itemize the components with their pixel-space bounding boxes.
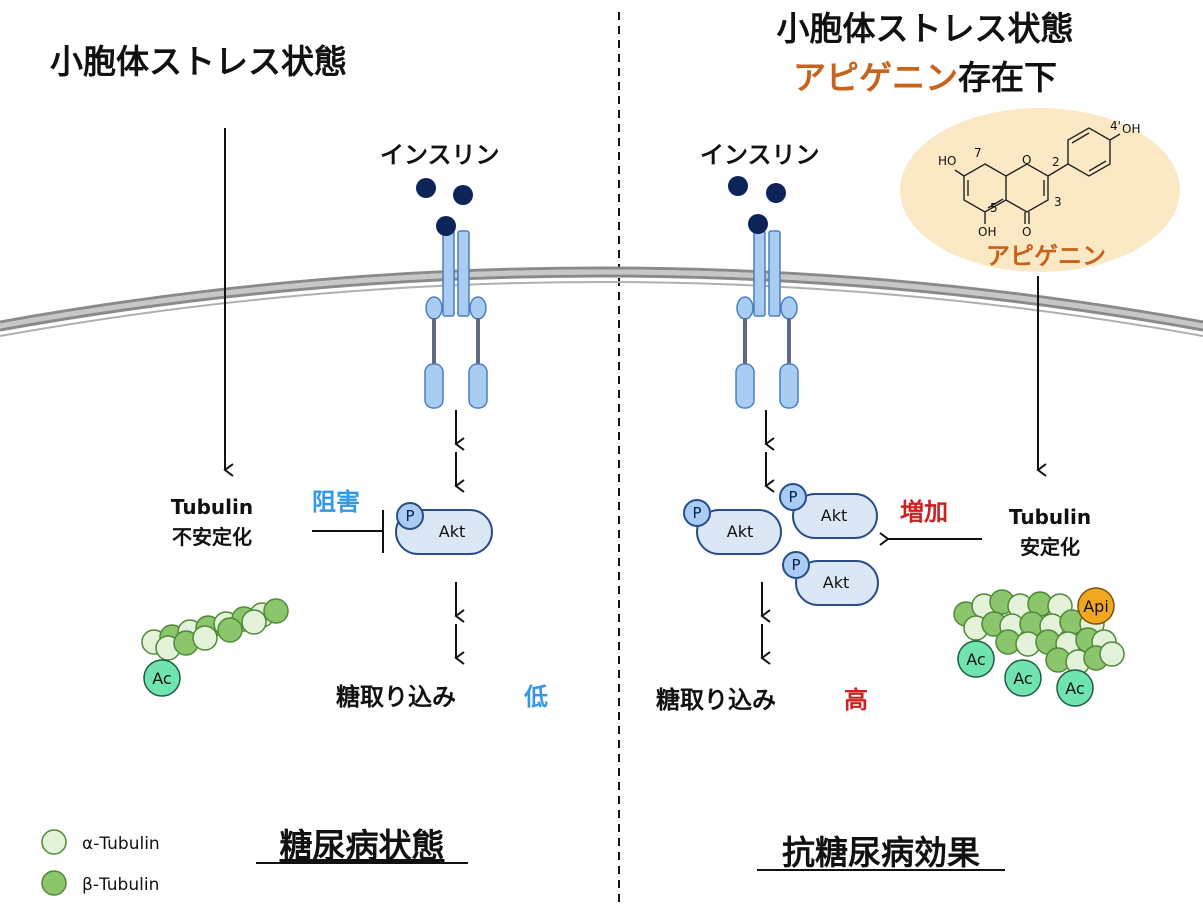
right-insulin-receptor [735, 230, 799, 409]
left-insulin-label: インスリン [380, 141, 500, 169]
legend-beta-swatch [41, 870, 67, 896]
right-ac-badge: Ac [1056, 669, 1094, 707]
svg-text:7: 7 [974, 146, 982, 160]
svg-text:3: 3 [1054, 195, 1062, 209]
right-ac-badge: Ac [1004, 659, 1042, 697]
apigenin-structure [954, 127, 1121, 224]
akt-phospho-label: P [405, 507, 414, 525]
svg-text:OH: OH [978, 225, 996, 239]
right-ac-badge: Ac [957, 640, 995, 678]
left-ac-badge: Ac [143, 659, 181, 697]
left-footer: 糖尿病状態 [280, 826, 445, 865]
left-title: 小胞体ストレス状態 [50, 42, 347, 81]
api-badge: Api [1077, 587, 1115, 625]
right-title-drug: アピゲニン [793, 58, 958, 97]
svg-text:Ac: Ac [1065, 679, 1084, 698]
legend-beta-label: β-Tubulin [82, 875, 159, 895]
insulin-molecule [416, 178, 436, 198]
left-tubulin-state: 不安定化 [172, 525, 252, 549]
left-insulin-receptor [424, 230, 488, 409]
svg-text:4': 4' [1110, 119, 1121, 133]
right-title-suffix: 存在下 [958, 58, 1057, 97]
svg-text:Ac: Ac [1013, 669, 1032, 688]
svg-text:Ac: Ac [966, 650, 985, 669]
right-akt: P Akt [782, 551, 879, 606]
right-title-line2: アピゲニン存在下 [793, 58, 1057, 97]
svg-text:Api: Api [1083, 597, 1109, 616]
insulin-molecule [453, 185, 473, 205]
right-tubulin-label: Tubulin [1009, 505, 1091, 529]
increase-label: 増加 [900, 498, 948, 526]
right-glucose-uptake: 糖取り込み [656, 686, 776, 714]
legend-alpha-label: α-Tubulin [82, 834, 160, 854]
right-microtubule-bundle [953, 589, 1125, 675]
svg-text:HO: HO [938, 154, 956, 168]
right-tubulin-state: 安定化 [1020, 535, 1080, 559]
right-insulin-label: インスリン [700, 141, 820, 169]
svg-text:OH: OH [1122, 122, 1140, 136]
svg-text:Akt: Akt [823, 573, 849, 592]
right-title: 小胞体ストレス状態 [777, 9, 1074, 48]
svg-text:P: P [791, 556, 800, 574]
svg-text:O: O [1022, 225, 1031, 239]
insulin-molecule [766, 183, 786, 203]
right-footer: 抗糖尿病効果 [782, 833, 980, 872]
apigenin-atom-labels: HO 7 O 2 3 O 5 OH 4' OH [938, 119, 1140, 239]
svg-text:2: 2 [1052, 155, 1060, 169]
insulin-molecule [728, 176, 748, 196]
apigenin-name: アピゲニン [986, 242, 1106, 270]
svg-text:5: 5 [990, 201, 998, 215]
right-akt: P Akt [683, 499, 782, 555]
legend-alpha-swatch [41, 829, 67, 855]
left-glucose-level: 低 [523, 683, 548, 711]
legend: α-Tubulin β-Tubulin [41, 829, 160, 896]
svg-text:P: P [788, 488, 797, 506]
svg-text:O: O [1022, 153, 1031, 167]
svg-text:Akt: Akt [821, 506, 847, 525]
svg-text:Akt: Akt [727, 522, 753, 541]
right-akt: P Akt [779, 483, 878, 539]
akt-label: Akt [439, 522, 465, 541]
inhibit-label: 阻害 [312, 488, 360, 516]
left-glucose-uptake: 糖取り込み [336, 683, 456, 711]
bound-insulin [436, 216, 456, 236]
cell-membrane [0, 266, 1203, 337]
left-akt: P Akt [395, 502, 493, 555]
bound-insulin [748, 214, 768, 234]
left-tubulin-label: Tubulin [171, 495, 253, 519]
svg-text:Ac: Ac [152, 669, 171, 688]
svg-text:P: P [692, 504, 701, 522]
right-glucose-level: 高 [844, 686, 868, 714]
left-tubulin-chain [141, 598, 289, 661]
